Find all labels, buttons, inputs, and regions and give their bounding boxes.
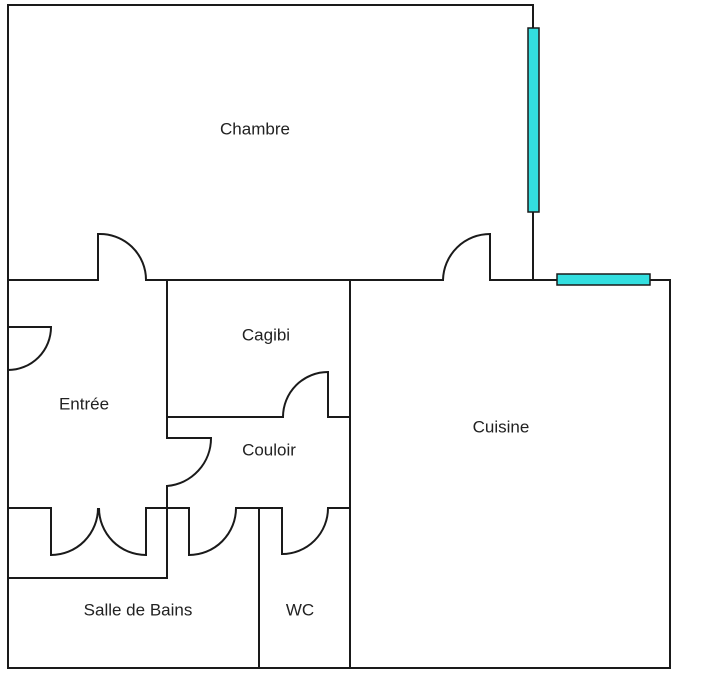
door-salle-de-bains — [188, 507, 237, 557]
door-closet-left — [50, 507, 99, 557]
room-label-cagibi: Cagibi — [242, 325, 290, 344]
door-entree-front — [7, 326, 53, 371]
room-labels: Chambre Cagibi Entrée Couloir Cuisine Sa… — [59, 119, 529, 619]
door-cagibi — [282, 370, 329, 418]
room-label-wc: WC — [286, 600, 314, 619]
door-wc — [281, 507, 329, 556]
room-label-chambre: Chambre — [220, 119, 290, 138]
doors — [7, 232, 491, 557]
outer-wall-top — [7, 4, 534, 29]
chambre-right-wall-lower — [532, 211, 558, 281]
room-label-entree: Entrée — [59, 394, 109, 413]
outer-wall-left — [7, 4, 671, 669]
door-closet-right — [98, 507, 147, 557]
window-cuisine — [556, 273, 651, 286]
walls — [7, 4, 671, 669]
outer-wall-right — [649, 279, 671, 669]
room-label-couloir: Couloir — [242, 440, 296, 459]
windows — [527, 27, 651, 286]
room-label-salle-de-bains: Salle de Bains — [84, 600, 193, 619]
room-label-cuisine: Cuisine — [473, 417, 530, 436]
window-chambre — [527, 27, 540, 213]
door-chambre-left — [97, 232, 148, 281]
door-entree-couloir — [166, 437, 213, 487]
door-chambre-right — [442, 232, 491, 281]
